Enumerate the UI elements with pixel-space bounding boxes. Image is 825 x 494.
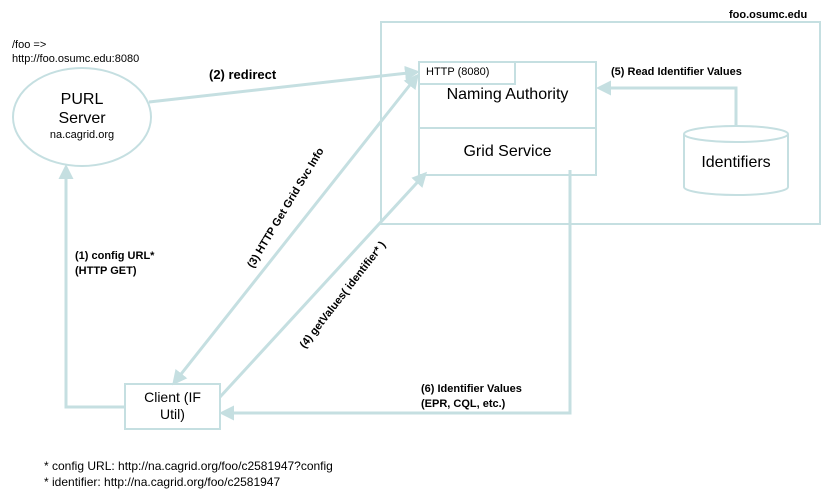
- http-port-label: HTTP (8080): [426, 66, 490, 78]
- identifiers-db-top: [683, 125, 789, 143]
- footnote-identifier: * identifier: http://na.cagrid.org/foo/c…: [44, 475, 281, 489]
- step1-label-line2: (HTTP GET): [75, 265, 137, 277]
- purl-mapping-line2: http://foo.osumc.edu:8080: [12, 53, 140, 65]
- step2-label: (2) redirect: [209, 67, 277, 82]
- purl-server-text: PURL Server na.cagrid.org: [14, 90, 150, 143]
- client-text: Client (IF Util): [125, 389, 220, 423]
- arrow-identifier-values: [219, 170, 572, 421]
- arrow-read-identifier-values: [596, 80, 738, 125]
- arrow-http-get-grid-svc-info: [172, 73, 419, 386]
- naming-authority-title: Naming Authority: [446, 86, 569, 103]
- arrow-get-values: [218, 171, 428, 399]
- client-title-line2: Util): [160, 406, 185, 422]
- arrow-redirect: [148, 65, 420, 104]
- footnote-config-url: * config URL: http://na.cagrid.org/foo/c…: [44, 459, 333, 473]
- purl-server-node[interactable]: [12, 67, 152, 167]
- footnotes: * config URL: http://na.cagrid.org/foo/c…: [44, 458, 333, 490]
- step6-label-line1: (6) Identifier Values: [421, 383, 522, 395]
- host-label: foo.osumc.edu: [729, 9, 808, 21]
- purl-mapping-note: /foo => http://foo.osumc.edu:8080: [12, 38, 139, 66]
- client-title-line1: Client (IF: [144, 389, 201, 405]
- grid-service-title: Grid Service: [463, 143, 552, 160]
- identifiers-db-node[interactable]: [683, 134, 789, 196]
- step1-label: (1) config URL* (HTTP GET): [75, 249, 154, 279]
- step5-label: (5) Read Identifier Values: [611, 66, 742, 78]
- purl-server-title-line2: Server: [58, 110, 106, 127]
- step1-label-line1: (1) config URL*: [75, 250, 155, 262]
- purl-server-host: na.cagrid.org: [49, 129, 115, 141]
- step6-label-line2: (EPR, CQL, etc.): [421, 398, 506, 410]
- grid-service-box[interactable]: [418, 127, 597, 176]
- step6-label: (6) Identifier Values (EPR, CQL, etc.): [421, 382, 522, 412]
- arrow-config-url: [58, 164, 125, 409]
- identifiers-db-title: Identifiers: [701, 154, 771, 171]
- purl-server-title-line1: PURL: [60, 91, 104, 108]
- purl-mapping-line1: /foo =>: [12, 39, 47, 51]
